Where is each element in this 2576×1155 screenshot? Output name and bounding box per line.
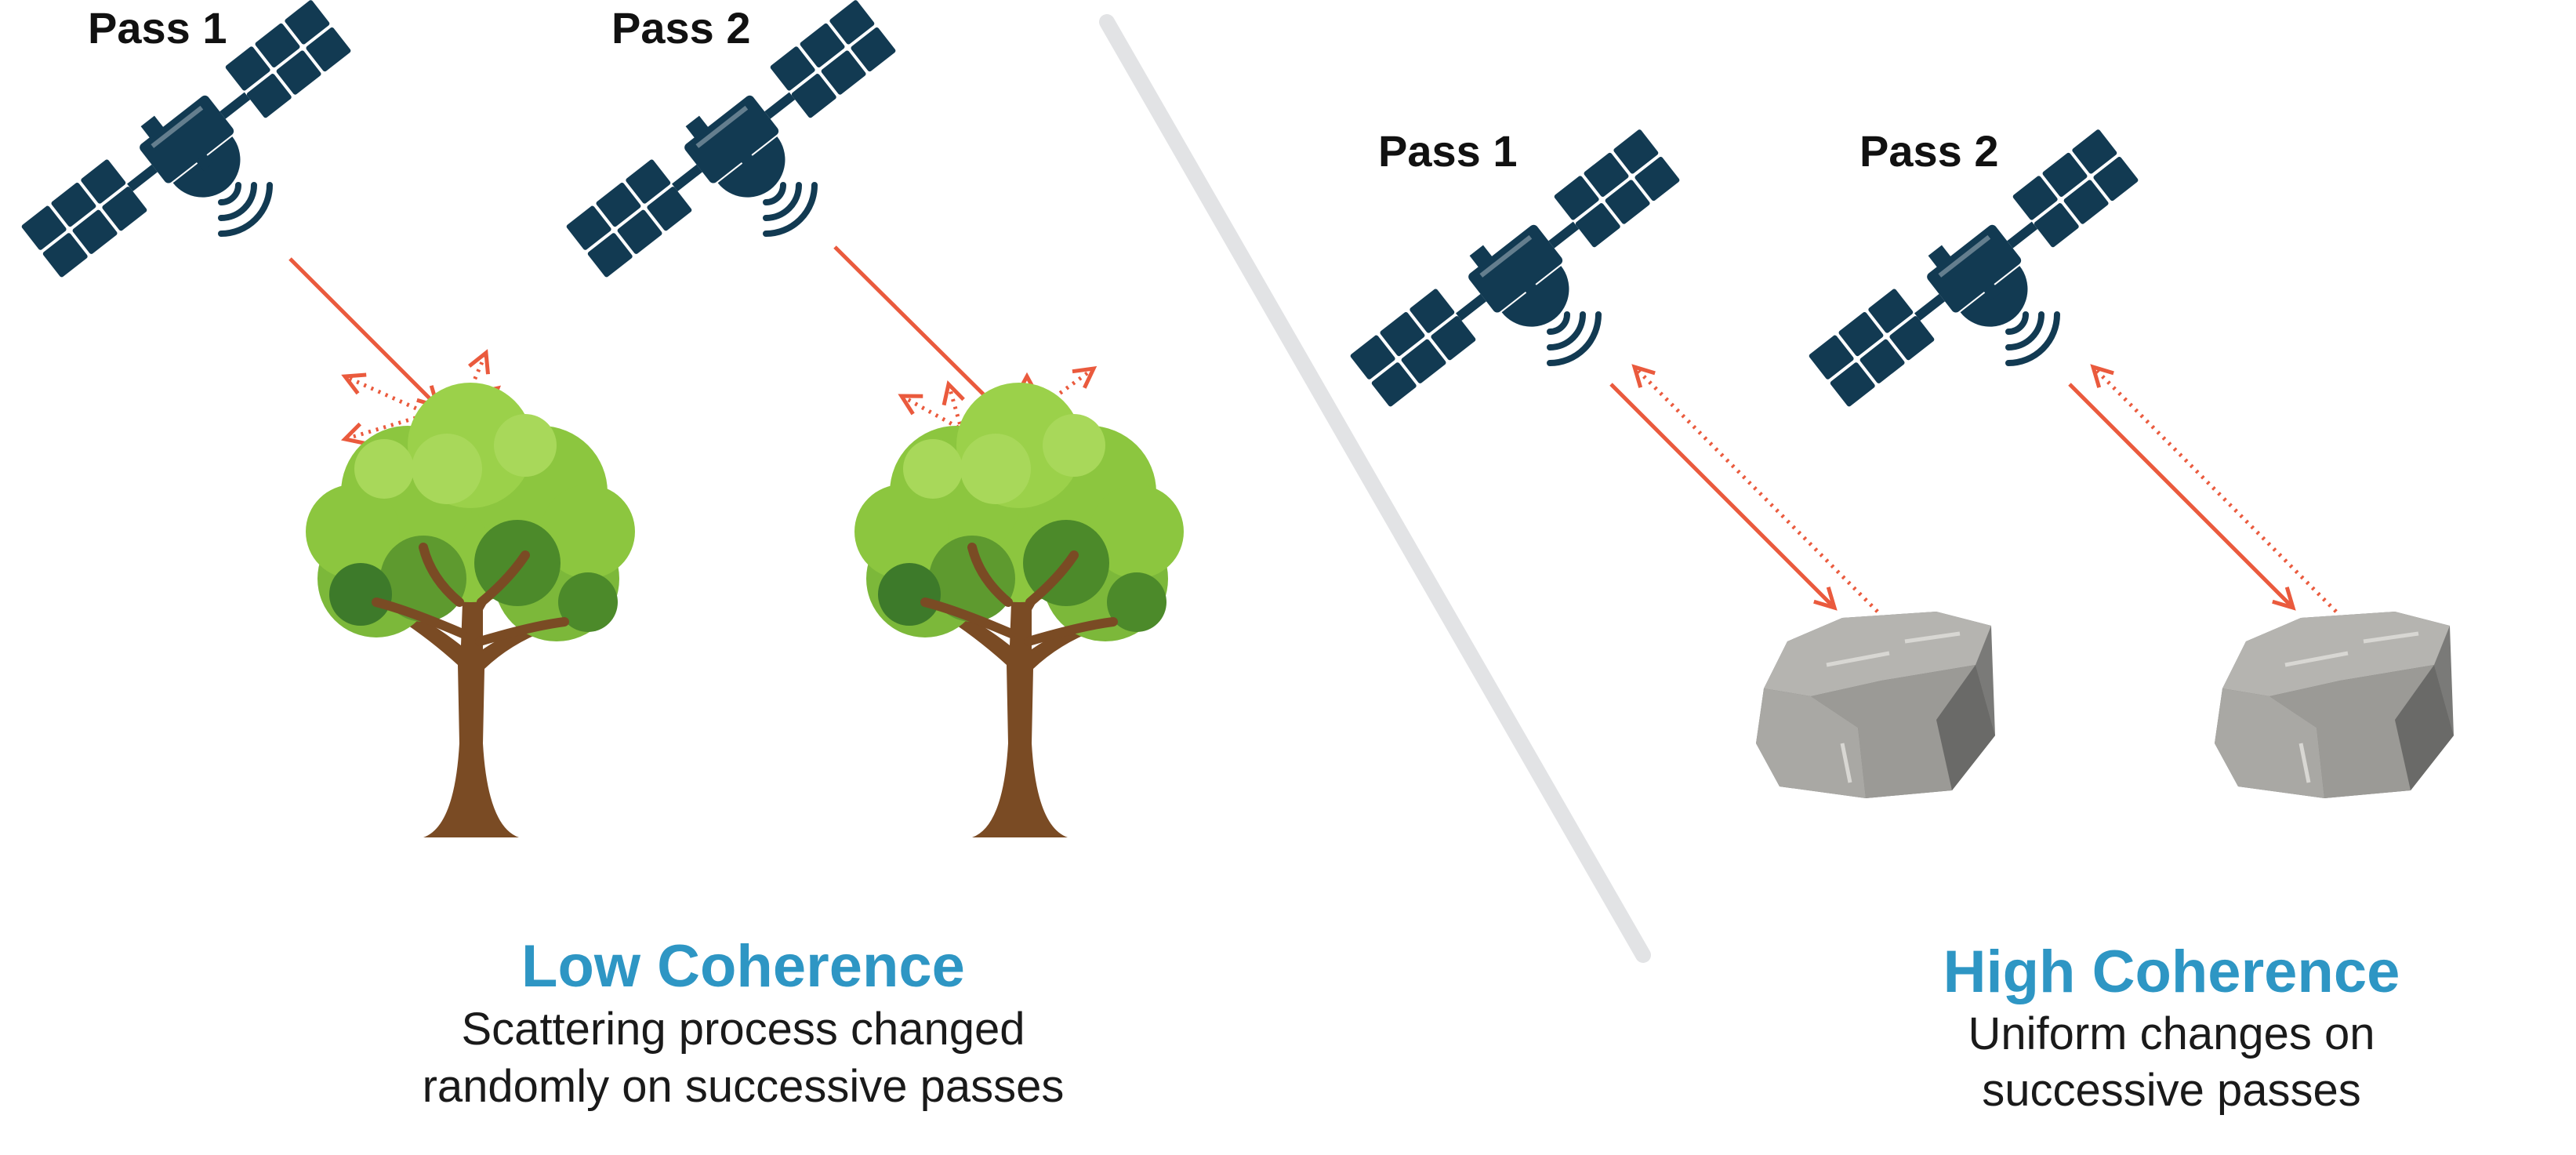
pass2-label: Pass 2	[1859, 126, 1999, 176]
high-coherence-heading: High Coherence	[1943, 939, 2400, 1005]
tree-icon	[306, 383, 635, 837]
tree-icon	[854, 383, 1184, 837]
low-coherence-caption-line2: randomly on successive passes	[423, 1061, 1065, 1112]
rock-icon	[2215, 612, 2454, 798]
return-signal-arrow	[1631, 364, 1879, 613]
signal-arrow	[1609, 383, 1838, 611]
pass2-label: Pass 2	[611, 3, 751, 53]
pass1-label: Pass 1	[1378, 126, 1518, 176]
signal-arrow	[288, 257, 441, 409]
panel-divider	[1099, 14, 1651, 963]
left-panel: Pass 1 Pass 2 Low Coherence Scattering p…	[18, 0, 1184, 1112]
pass1-label: Pass 1	[88, 3, 227, 53]
rock-icon	[1756, 612, 1995, 798]
signal-arrow	[2068, 383, 2296, 611]
right-panel: Pass 1 Pass 2 High Coherence Uniform cha…	[1347, 125, 2454, 1116]
high-coherence-caption-line2: successive passes	[1982, 1065, 2361, 1116]
return-signal-arrow	[2090, 364, 2338, 613]
low-coherence-caption-line1: Scattering process changed	[462, 1004, 1025, 1055]
high-coherence-caption-line1: Uniform changes on	[1968, 1008, 2375, 1059]
low-coherence-heading: Low Coherence	[521, 933, 965, 1000]
